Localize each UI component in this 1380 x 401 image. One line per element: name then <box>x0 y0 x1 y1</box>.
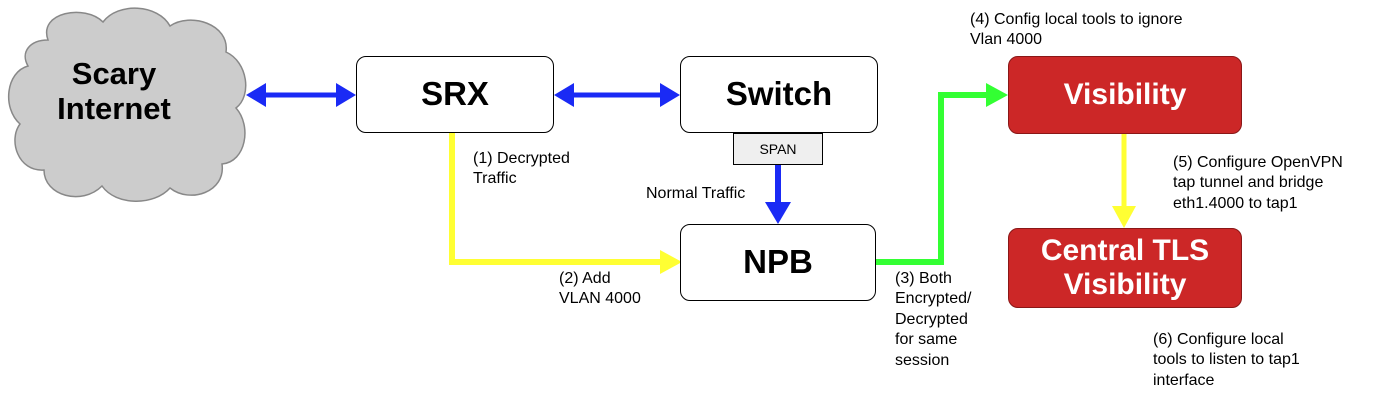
switch-node: Switch <box>680 56 878 133</box>
visibility-node: Visibility <box>1008 56 1242 134</box>
central-tls-visibility-node: Central TLS Visibility <box>1008 228 1242 308</box>
npb-node: NPB <box>680 224 876 301</box>
span-port-tag: SPAN <box>733 133 823 165</box>
configure-listen-label: (6) Configure local tools to listen to t… <box>1153 331 1300 389</box>
configure-openvpn-label: (5) Configure OpenVPN tap tunnel and bri… <box>1173 154 1343 212</box>
visibility-central-arrow <box>1112 134 1136 228</box>
add-vlan-label: (2) Add VLAN 4000 <box>559 270 641 308</box>
cloud-srx-arrow <box>246 83 356 107</box>
srx-npb-arrow <box>449 133 682 274</box>
srx-node: SRX <box>356 56 554 133</box>
cloud-label: Scary Internet <box>57 56 171 126</box>
both-encrypted-label: (3) Both Encrypted/ Decrypted for same s… <box>895 270 972 369</box>
decrypted-traffic-label: (1) Decrypted Traffic <box>473 150 570 188</box>
npb-visibility-arrow <box>874 83 1008 265</box>
internet-cloud <box>7 7 247 202</box>
normal-traffic-label: Normal Traffic <box>646 185 746 202</box>
srx-switch-arrow <box>554 83 680 107</box>
config-local-ignore-label: (4) Config local tools to ignore Vlan 40… <box>970 11 1183 49</box>
span-npb-arrow <box>765 164 791 224</box>
